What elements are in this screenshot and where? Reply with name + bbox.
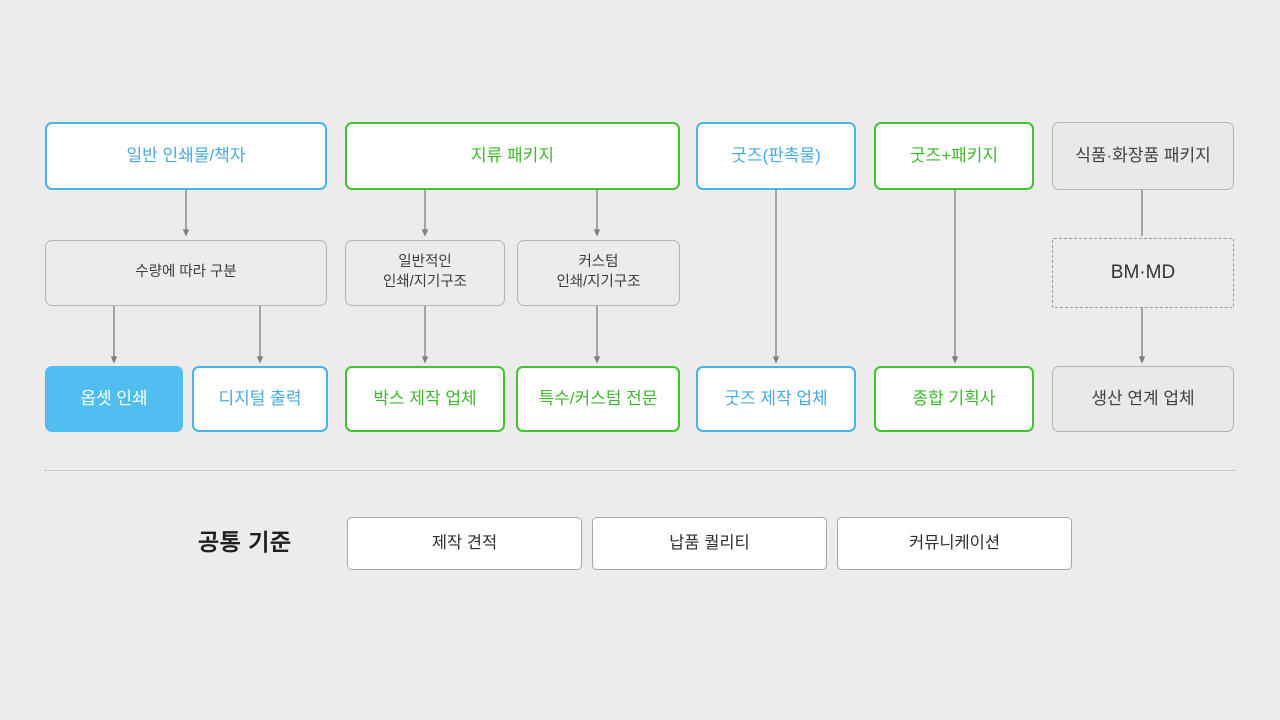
middle-label: BM·MD xyxy=(1110,262,1176,284)
result-box-goods-maker[interactable]: 굿즈 제작 업체 xyxy=(696,366,856,432)
criteria-label: 커뮤니케이션 xyxy=(908,534,1001,553)
result-label: 디지털 출력 xyxy=(218,388,302,408)
result-label: 굿즈 제작 업체 xyxy=(724,388,828,408)
criteria-label: 납품 퀄리티 xyxy=(669,534,750,553)
result-box-special-custom[interactable]: 특수/커스텀 전문 xyxy=(516,366,680,432)
category-box-goods-promo[interactable]: 굿즈(판촉물) xyxy=(696,122,856,190)
category-box-goods-plus-package[interactable]: 굿즈+패키지 xyxy=(874,122,1034,190)
result-box-offset-print[interactable]: 옵셋 인쇄 xyxy=(45,366,183,432)
criteria-box-communication[interactable]: 커뮤니케이션 xyxy=(837,517,1072,570)
middle-box-custom-print[interactable]: 커스텀 인쇄/지기구조 xyxy=(517,240,680,306)
criteria-box-quality[interactable]: 납품 퀄리티 xyxy=(592,517,827,570)
result-label: 생산 연계 업체 xyxy=(1091,388,1195,408)
category-label: 식품·화장품 패키지 xyxy=(1075,145,1211,165)
section-divider xyxy=(45,470,1235,471)
category-label: 일반 인쇄물/책자 xyxy=(126,145,246,165)
result-label: 종합 기획사 xyxy=(912,388,996,408)
category-label: 지류 패키지 xyxy=(471,145,554,165)
result-box-agency[interactable]: 종합 기획사 xyxy=(874,366,1034,432)
middle-label: 수량에 따라 구분 xyxy=(135,264,237,281)
middle-label: 일반적인 인쇄/지기구조 xyxy=(382,254,468,290)
result-label: 옵셋 인쇄 xyxy=(80,388,148,408)
middle-box-quantity-split[interactable]: 수량에 따라 구분 xyxy=(45,240,327,306)
category-box-general-print[interactable]: 일반 인쇄물/책자 xyxy=(45,122,327,190)
middle-box-bm-md[interactable]: BM·MD xyxy=(1052,238,1234,308)
category-box-paper-package[interactable]: 지류 패키지 xyxy=(345,122,680,190)
criteria-box-quote[interactable]: 제작 견적 xyxy=(347,517,582,570)
result-box-production-partner[interactable]: 생산 연계 업체 xyxy=(1052,366,1234,432)
result-label: 특수/커스텀 전문 xyxy=(538,388,658,408)
category-label: 굿즈(판촉물) xyxy=(731,145,821,165)
category-box-food-cosmetic-package[interactable]: 식품·화장품 패키지 xyxy=(1052,122,1234,190)
middle-box-standard-print[interactable]: 일반적인 인쇄/지기구조 xyxy=(345,240,505,306)
criteria-label: 제작 견적 xyxy=(431,534,498,553)
middle-label: 커스텀 인쇄/지기구조 xyxy=(556,254,641,290)
result-box-box-maker[interactable]: 박스 제작 업체 xyxy=(345,366,505,432)
category-label: 굿즈+패키지 xyxy=(909,145,999,165)
criteria-section-title: 공통 기준 xyxy=(198,529,292,555)
result-box-digital-print[interactable]: 디지털 출력 xyxy=(192,366,328,432)
result-label: 박스 제작 업체 xyxy=(373,388,477,408)
